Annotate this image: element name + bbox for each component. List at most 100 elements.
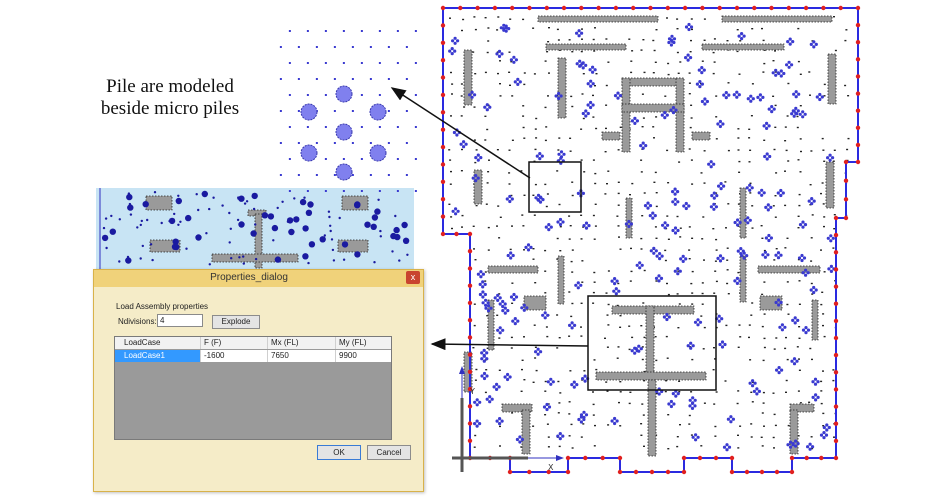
micro-pile-marker (414, 30, 417, 32)
micro-pile-marker (666, 215, 669, 217)
micro-pile-marker (617, 204, 620, 206)
pile-cluster-dot (663, 221, 667, 225)
micro-pile-marker (511, 225, 513, 227)
pile-cluster-dot (791, 318, 795, 322)
boundary-node (833, 370, 839, 375)
micro-pile-marker (484, 139, 487, 141)
boundary-node (467, 266, 473, 271)
pile-cluster-dot (581, 111, 585, 116)
pile-cluster-dot (669, 38, 674, 42)
boundary-node (833, 404, 839, 409)
pile-cluster-dot (541, 313, 545, 317)
micro-pile-marker (738, 171, 741, 173)
column-header-f[interactable]: F (F) (201, 337, 268, 349)
pile-cluster-dot (534, 196, 538, 200)
cell-my[interactable]: 9900 (339, 351, 357, 360)
micro-pile-marker (581, 38, 583, 40)
micro-pile-marker (822, 324, 824, 327)
micro-pile-marker (763, 281, 766, 283)
pile-cluster-dot (770, 110, 774, 114)
close-icon[interactable]: x (406, 271, 420, 284)
ok-button[interactable]: OK (317, 445, 361, 460)
pile-cluster-dot (760, 193, 764, 197)
micro-pile-marker (509, 84, 511, 86)
pile-cluster-dot (646, 206, 650, 210)
zoom-pile-dot (250, 230, 257, 237)
table-row[interactable]: LoadCase1 -1600 7650 9900 (115, 350, 391, 362)
micro-pile-marker (774, 104, 777, 107)
micro-pile-marker (688, 423, 691, 425)
column-header-mx[interactable]: Mx (FL) (268, 337, 336, 349)
pile-cluster-dot (707, 162, 711, 166)
pile-cluster-dot (669, 399, 674, 404)
pile-cluster-dot (774, 300, 778, 305)
plan-wall (487, 299, 495, 351)
micro-pile-marker (522, 105, 525, 107)
pile-cluster-dot (579, 420, 584, 424)
cell-loadcase[interactable]: LoadCase1 (115, 350, 201, 362)
pile-cluster-dot (696, 318, 700, 322)
boundary-node (682, 5, 688, 11)
pile-cluster-dot (811, 380, 815, 384)
micro-pile-marker (690, 104, 693, 106)
pile-cluster-dot (720, 317, 724, 321)
pile-cluster-dot (812, 285, 816, 290)
ndivisions-input[interactable]: 4 (157, 314, 203, 327)
micro-pile-marker (544, 390, 547, 392)
pile-cluster-dot (671, 392, 675, 396)
pile-cluster-dot (820, 95, 824, 99)
micro-pile-marker (713, 347, 715, 349)
micro-pile-marker (703, 39, 706, 41)
micro-pile-marker (641, 358, 644, 361)
micro-pile-marker (544, 139, 547, 142)
pile-cluster-dot (690, 401, 695, 405)
micro-pile-marker (333, 142, 336, 144)
cell-mx[interactable]: 7650 (268, 350, 336, 362)
micro-pile-marker (652, 72, 655, 74)
micro-pile-marker (448, 149, 451, 151)
column-header-my[interactable]: My (FL) (339, 338, 367, 347)
micro-pile-marker (725, 324, 728, 327)
micro-pile-marker (559, 226, 562, 228)
boundary-node (633, 469, 639, 475)
micro-pile-marker (761, 237, 764, 239)
plan-wall (789, 409, 799, 455)
boundary-node (774, 469, 780, 475)
dialog-titlebar[interactable]: Properties_dialog x (94, 270, 423, 287)
pile-cluster-dot (714, 205, 719, 209)
pile-cluster-dot (763, 255, 768, 259)
pile-cluster-dot (816, 395, 820, 399)
cancel-button[interactable]: Cancel (367, 445, 411, 460)
loadcase-grid[interactable]: LoadCase F (F) Mx (FL) My (FL) LoadCase1… (114, 336, 392, 440)
micro-pile-marker (690, 39, 692, 42)
micro-pile-marker (487, 171, 490, 173)
pile-cluster-dot (822, 431, 826, 435)
pile-cluster-dot (639, 144, 643, 148)
explode-button[interactable]: Explode (212, 315, 260, 329)
pile-cluster-dot (702, 68, 706, 72)
column-header-loadcase[interactable]: LoadCase (115, 337, 201, 349)
pile-cluster-dot (722, 445, 727, 449)
micro-pile-marker (484, 359, 487, 361)
pile-cluster-dot (672, 40, 676, 45)
micro-pile-marker (315, 142, 318, 144)
pile-cluster-dot (663, 226, 667, 230)
pile-cluster-dot (495, 382, 499, 386)
pile-cluster-dot (673, 226, 678, 230)
zoom-pile-dot (276, 206, 279, 210)
micro-pile-marker (594, 424, 596, 427)
pile-cluster-dot (718, 119, 723, 124)
cell-f[interactable]: -1600 (201, 350, 268, 362)
pile-cluster-dot (511, 319, 515, 323)
micro-pile-marker (642, 117, 645, 119)
pile-cluster-dot (584, 221, 589, 225)
micro-pile-marker (762, 391, 765, 394)
micro-pile-marker (342, 190, 345, 192)
micro-pile-marker (582, 73, 585, 75)
micro-pile-marker (736, 29, 739, 31)
micro-pile-marker (606, 390, 609, 392)
foundation-plan[interactable] (440, 5, 861, 475)
pile-cluster-dot (464, 142, 468, 146)
zoom-pile-dot (342, 258, 346, 261)
